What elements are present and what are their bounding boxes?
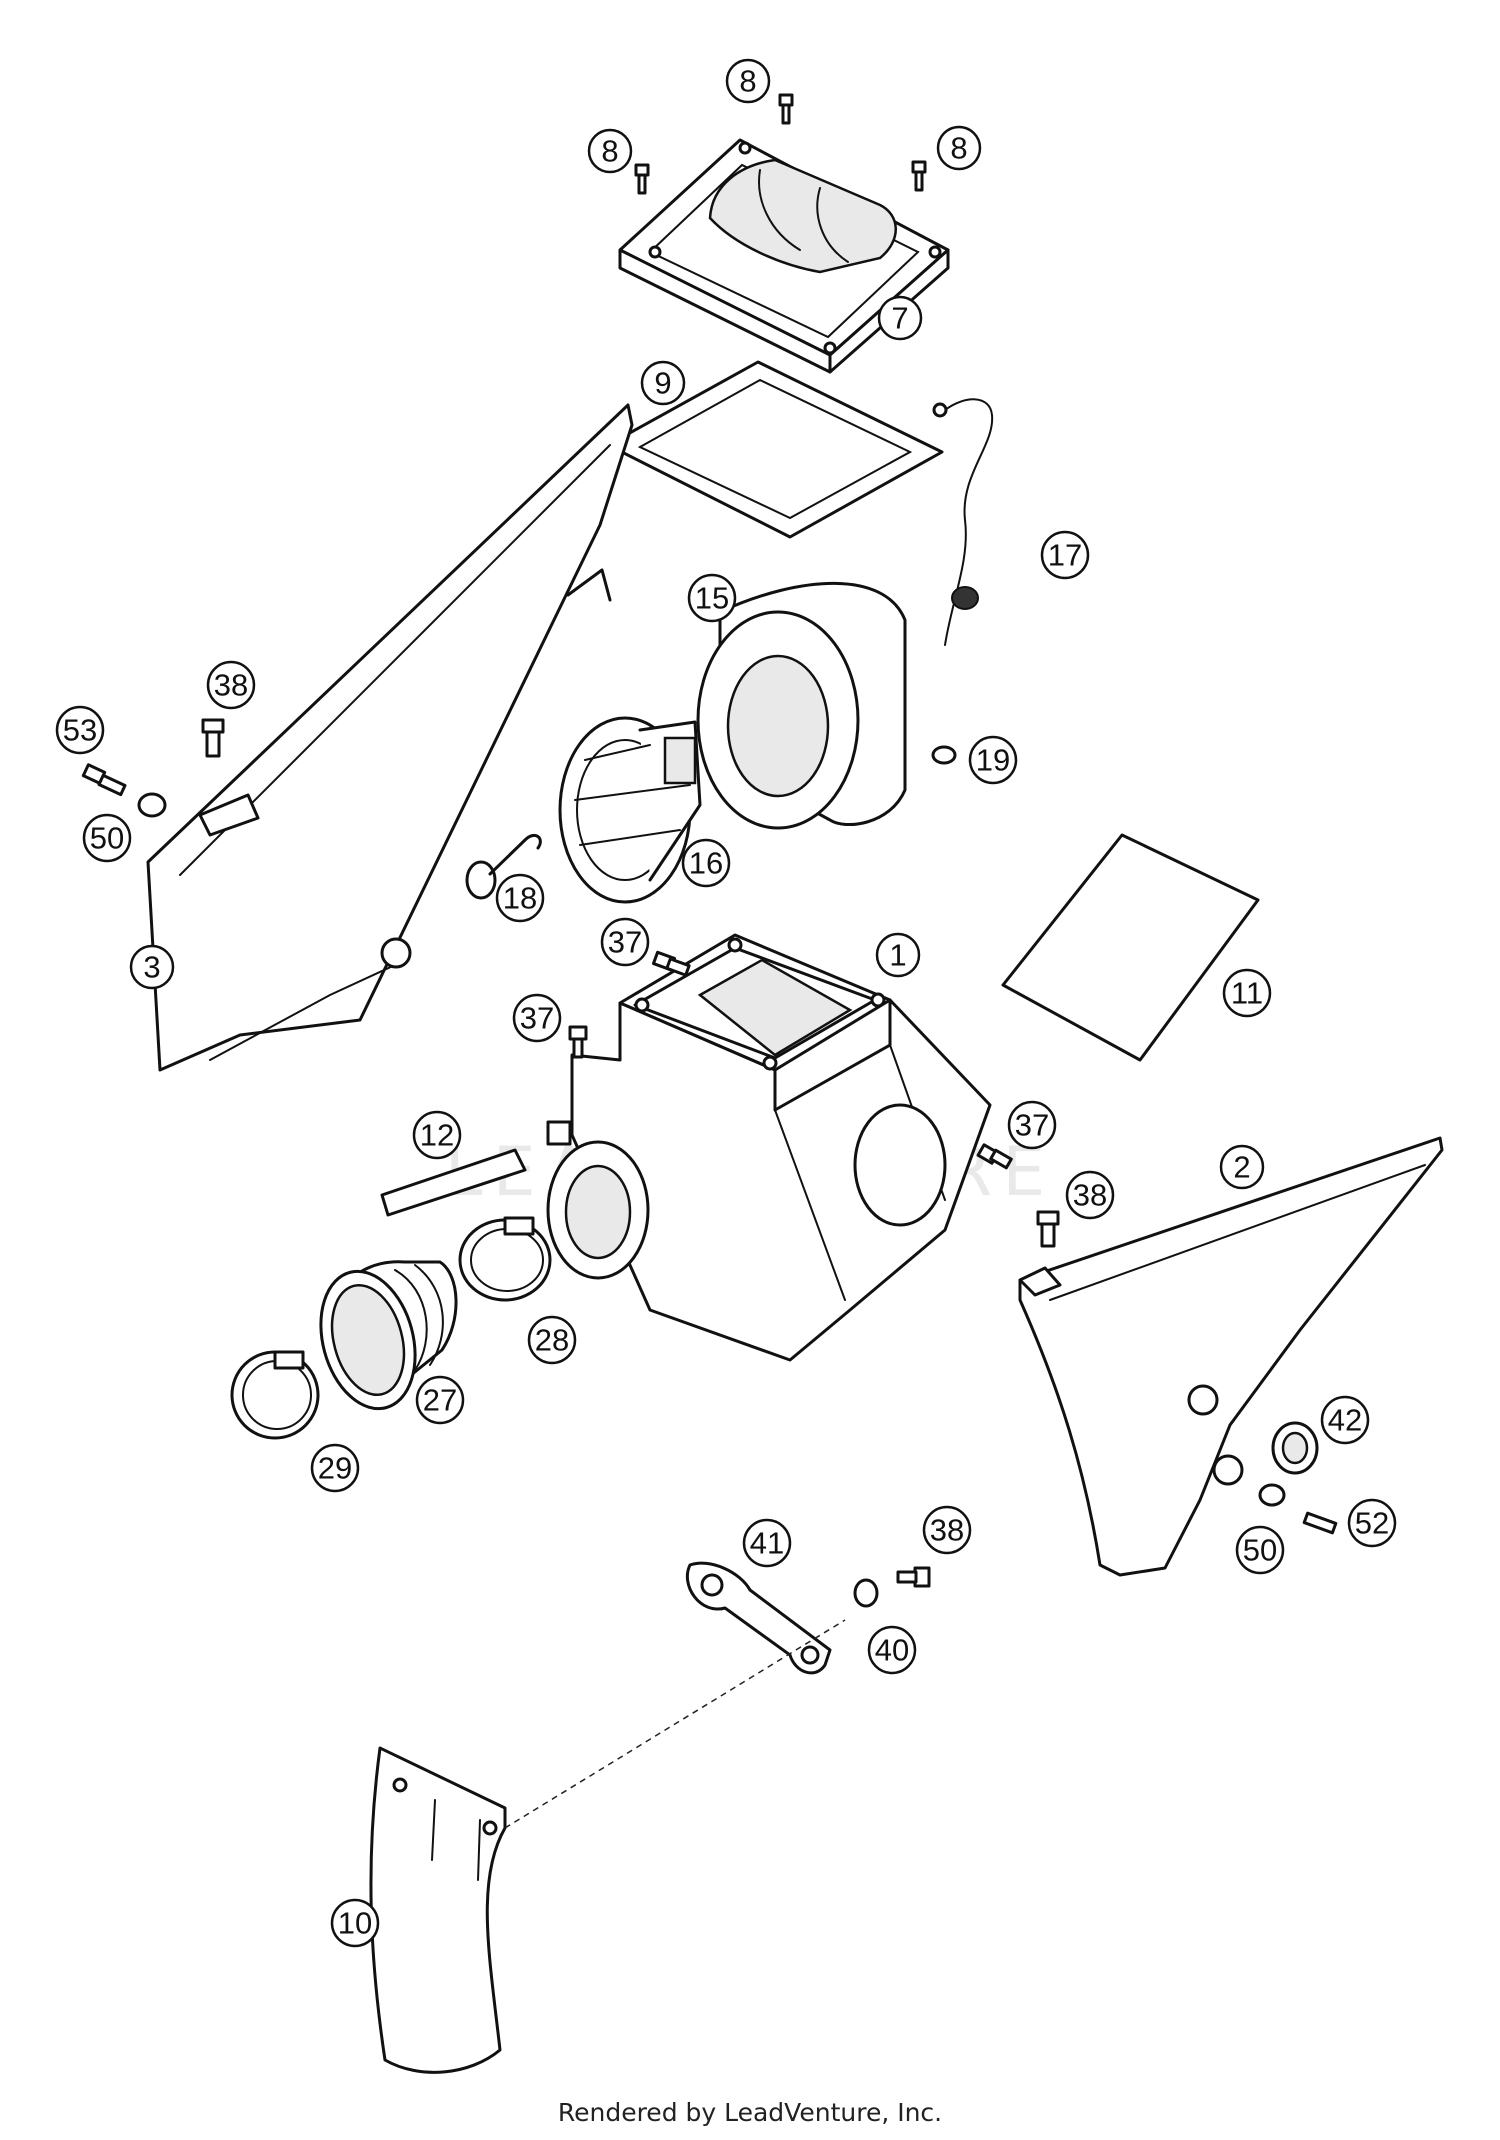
callout-50-right: 50 (1235, 1525, 1285, 1575)
callout-42: 42 (1320, 1395, 1370, 1445)
svg-text:40: 40 (875, 1633, 909, 1668)
screw-8-left (634, 163, 650, 195)
svg-text:37: 37 (520, 1001, 554, 1036)
svg-text:1: 1 (889, 938, 906, 973)
callout-10: 10 (330, 1898, 380, 1948)
pin-18-part (465, 834, 542, 900)
washer-50-right (1258, 1483, 1286, 1507)
callout-17: 17 (1040, 530, 1090, 580)
callout-50-left: 50 (82, 813, 132, 863)
screw-37-middle (568, 1025, 588, 1059)
washer-50-left (137, 792, 167, 818)
mud-flap-10-part (369, 1746, 507, 2074)
callout-38-bottom: 38 (922, 1505, 972, 1555)
screw-38-left (201, 718, 225, 758)
callout-15: 15 (687, 573, 737, 623)
svg-text:10: 10 (338, 1906, 372, 1941)
svg-text:12: 12 (420, 1118, 454, 1153)
callout-12: 12 (412, 1110, 462, 1160)
svg-text:28: 28 (535, 1323, 569, 1358)
callout-37-top: 37 (600, 917, 650, 967)
svg-text:42: 42 (1328, 1403, 1362, 1438)
callout-38-left: 38 (206, 660, 256, 710)
callout-37-right: 37 (1007, 1100, 1057, 1150)
callout-38-right: 38 (1065, 1170, 1115, 1220)
callout-2: 2 (1219, 1144, 1265, 1190)
air-box-part (546, 933, 992, 1362)
svg-text:50: 50 (90, 821, 124, 856)
left-side-cover-part (146, 403, 634, 1072)
callout-8-top: 8 (725, 58, 771, 104)
filter-cage-part (558, 716, 702, 904)
air-filter-part (696, 581, 907, 830)
callout-19: 19 (968, 735, 1018, 785)
callout-11: 11 (1222, 968, 1272, 1018)
callout-7: 7 (877, 295, 923, 341)
svg-text:29: 29 (318, 1451, 352, 1486)
bracket-41-part (685, 1561, 832, 1675)
callout-40: 40 (867, 1625, 917, 1675)
right-side-cover-part (1018, 1136, 1444, 1577)
callout-41: 41 (742, 1518, 792, 1568)
callout-1: 1 (875, 932, 921, 978)
svg-text:38: 38 (214, 668, 248, 703)
callout-29: 29 (310, 1443, 360, 1493)
filter-cover-part (618, 138, 950, 374)
callout-8-left: 8 (587, 128, 633, 174)
washer-40-part (853, 1578, 879, 1608)
callout-9: 9 (640, 360, 686, 406)
callout-52: 52 (1347, 1498, 1397, 1548)
svg-text:41: 41 (750, 1526, 784, 1561)
screw-37-right (976, 1143, 1013, 1170)
svg-text:8: 8 (950, 131, 967, 166)
callout-53: 53 (55, 705, 105, 755)
svg-text:17: 17 (1048, 538, 1082, 573)
screw-38-right (1036, 1210, 1060, 1248)
leader-line (504, 1619, 846, 1829)
svg-text:19: 19 (976, 743, 1010, 778)
clip-19-part (931, 745, 957, 765)
svg-text:37: 37 (608, 925, 642, 960)
callout-18: 18 (495, 873, 545, 923)
grommet-42-part (1271, 1421, 1319, 1475)
svg-text:50: 50 (1243, 1533, 1277, 1568)
bolt-52-part (1302, 1511, 1338, 1535)
callout-16: 16 (681, 838, 731, 888)
svg-text:15: 15 (695, 581, 729, 616)
svg-text:2: 2 (1233, 1150, 1250, 1185)
svg-text:18: 18 (503, 881, 537, 916)
svg-text:27: 27 (423, 1383, 457, 1418)
clamp-29-part (230, 1350, 320, 1440)
bolt-53-part (81, 763, 127, 797)
svg-text:7: 7 (891, 301, 908, 336)
callout-28: 28 (527, 1315, 577, 1365)
svg-text:37: 37 (1015, 1108, 1049, 1143)
intake-boot-part (319, 1260, 458, 1411)
svg-text:11: 11 (1231, 976, 1263, 1011)
callout-3: 3 (129, 944, 175, 990)
clamp-28-part (458, 1216, 552, 1302)
svg-text:9: 9 (654, 366, 671, 401)
svg-text:52: 52 (1355, 1506, 1389, 1541)
svg-text:53: 53 (63, 713, 97, 748)
screw-8-top (778, 93, 794, 125)
screw-38-bottom (896, 1566, 931, 1588)
breather-hose-part (932, 398, 994, 646)
footer-credit: Rendered by LeadVenture, Inc. (557, 2098, 943, 2127)
svg-text:8: 8 (739, 64, 756, 99)
svg-text:38: 38 (930, 1513, 964, 1548)
gasket-part (606, 360, 944, 539)
screw-37-top (651, 950, 691, 977)
screw-8-right (911, 160, 927, 192)
svg-text:8: 8 (601, 134, 618, 169)
sheet-11-part (1001, 833, 1260, 1062)
callout-37-middle: 37 (512, 993, 562, 1043)
callout-8-right: 8 (936, 125, 982, 171)
hose-12-part (380, 1148, 527, 1217)
svg-text:38: 38 (1073, 1178, 1107, 1213)
callout-27: 27 (415, 1375, 465, 1425)
svg-text:16: 16 (689, 846, 723, 881)
svg-text:3: 3 (143, 950, 160, 985)
